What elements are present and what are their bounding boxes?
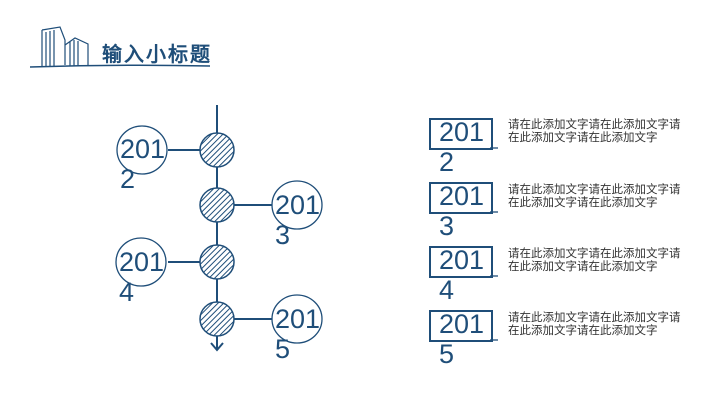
year-circle	[271, 294, 323, 344]
timeline-node	[199, 187, 235, 223]
year-box	[429, 118, 493, 150]
timeline-year: 2015	[275, 304, 321, 364]
year-circle	[116, 125, 168, 175]
timeline-year: 2014	[119, 247, 165, 307]
list-description: 请在此添加文字请在此添加文字请在此添加文字请在此添加文字	[508, 246, 681, 273]
buildings-sketch-icon	[29, 26, 211, 68]
year-box	[429, 182, 493, 214]
year-circle	[115, 237, 167, 287]
list-year: 2012	[439, 117, 485, 177]
list-year: 2013	[439, 181, 485, 241]
list-description: 请在此添加文字请在此添加文字请在此添加文字请在此添加文字	[508, 310, 681, 337]
list-year: 2014	[439, 245, 485, 305]
list-description: 请在此添加文字请在此添加文字请在此添加文字请在此添加文字	[508, 117, 681, 144]
timeline-node	[199, 244, 235, 280]
timeline-year: 2013	[275, 190, 321, 250]
list-year: 2015	[439, 309, 485, 369]
year-box	[429, 246, 493, 278]
year-box	[429, 310, 493, 342]
timeline-node	[199, 301, 235, 337]
timeline-year: 2012	[120, 134, 166, 194]
year-circle	[271, 180, 323, 230]
list-description: 请在此添加文字请在此添加文字请在此添加文字请在此添加文字	[508, 182, 681, 209]
page-title: 输入小标题	[102, 42, 212, 66]
timeline-node	[199, 132, 235, 168]
